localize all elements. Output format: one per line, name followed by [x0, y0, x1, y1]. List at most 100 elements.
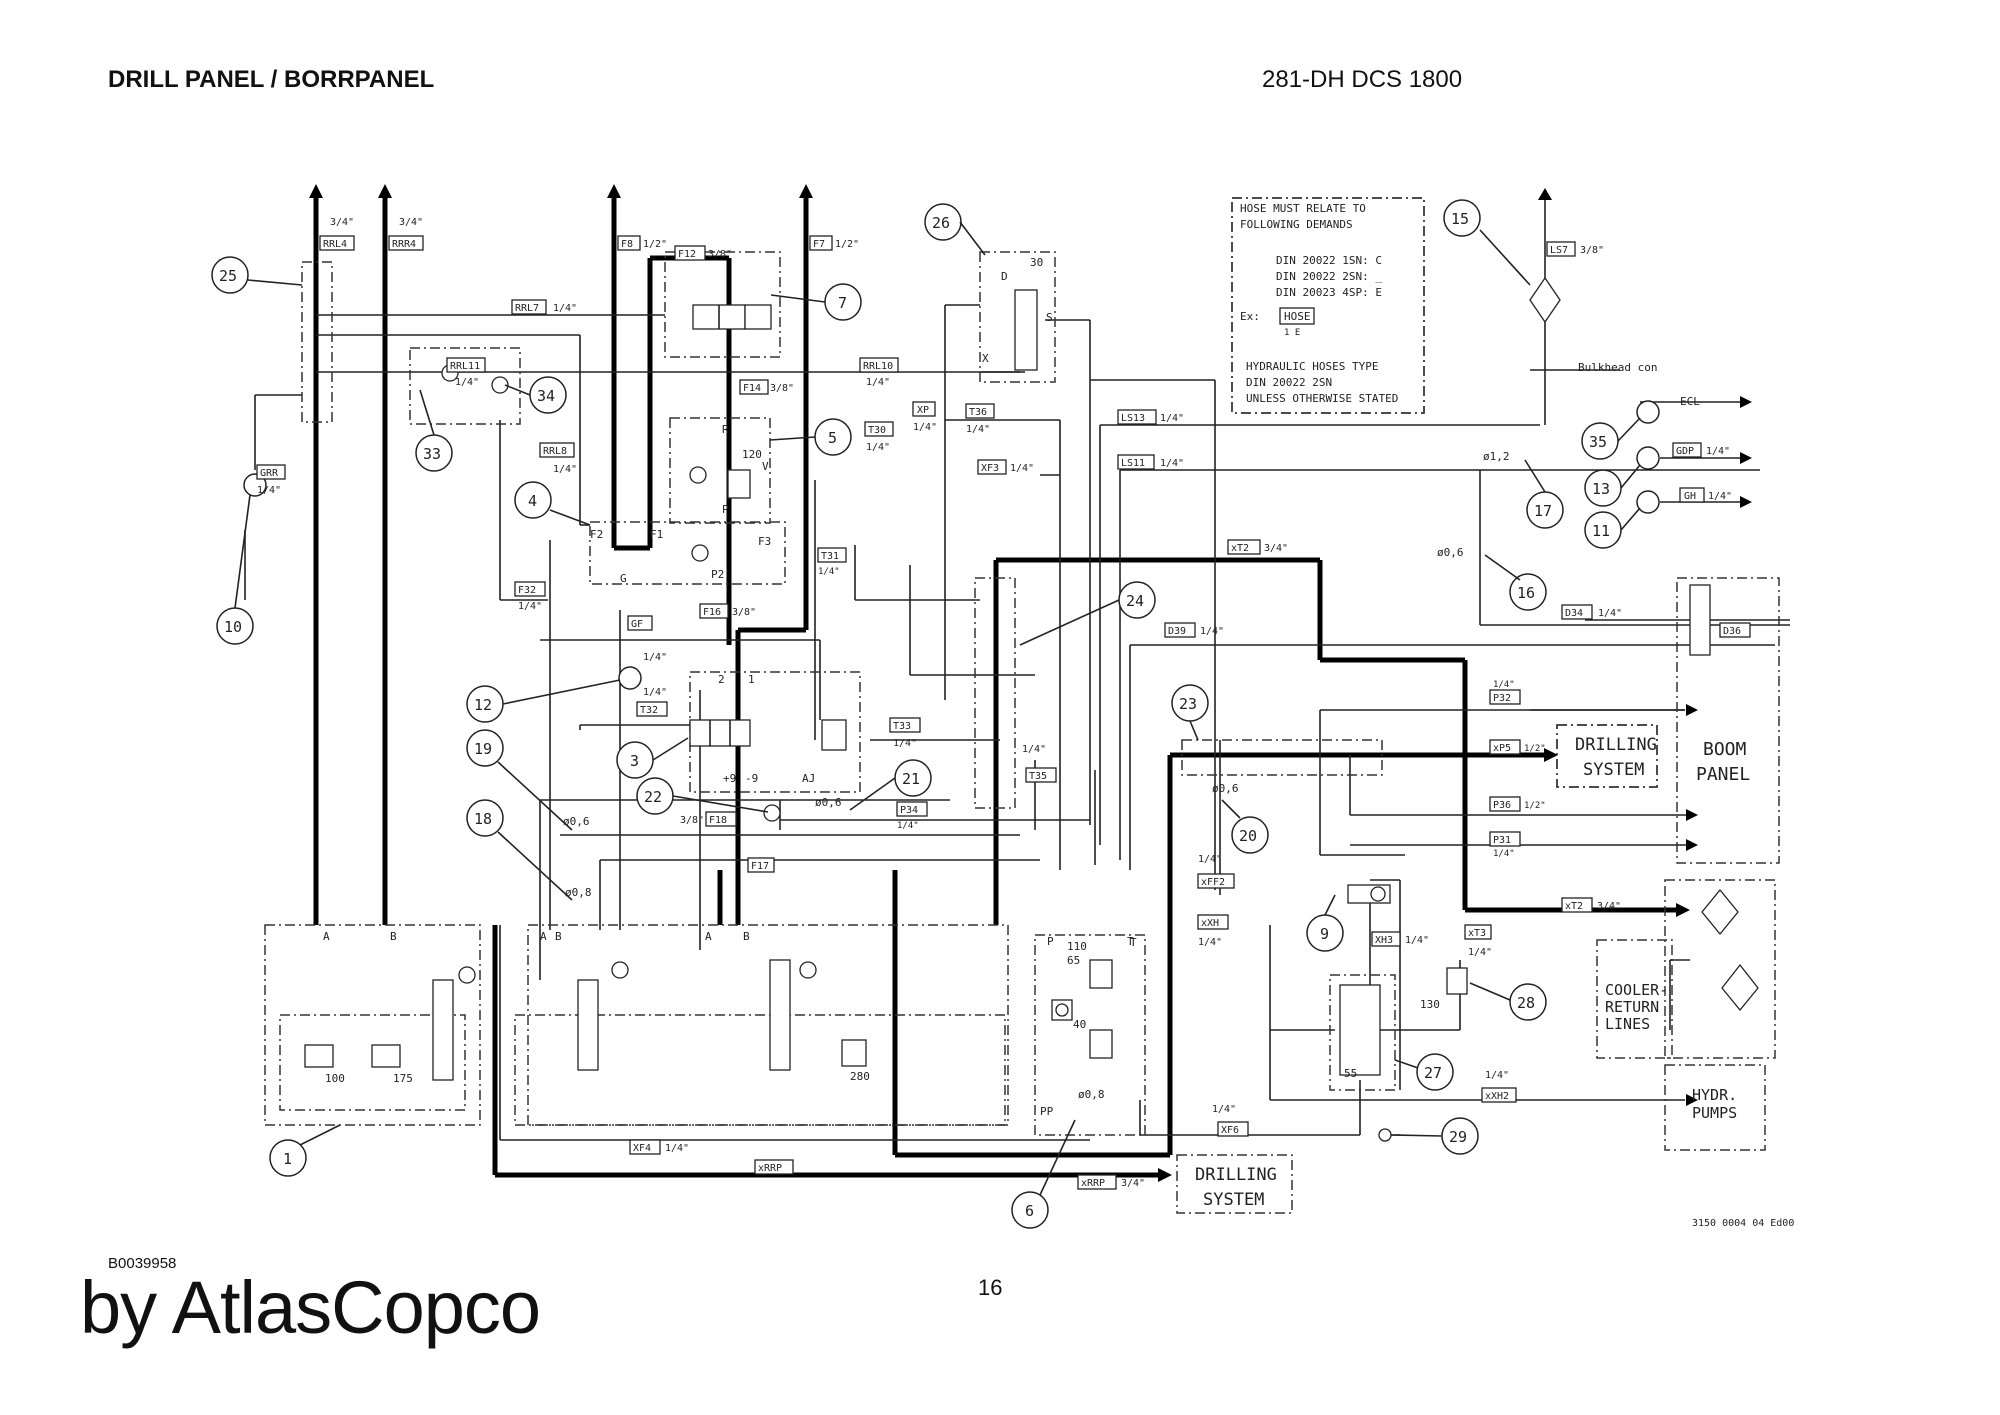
svg-text:LS11: LS11	[1121, 458, 1145, 469]
svg-text:100: 100	[325, 1072, 345, 1085]
svg-text:XH3: XH3	[1375, 935, 1393, 946]
hose-tag: GF1/4"	[627, 615, 667, 663]
drawing-number: 3150 0004 04 Ed00	[1692, 1218, 1794, 1229]
svg-text:F17: F17	[751, 861, 769, 872]
svg-text:ø1,2: ø1,2	[1483, 450, 1510, 463]
page-number: 16	[978, 1275, 1003, 1300]
svg-text:D: D	[1001, 270, 1008, 283]
svg-text:13: 13	[1592, 480, 1610, 498]
port-labels: A B A B A B P T S D X R V F1 F2 F3 P2 G …	[323, 270, 1137, 1118]
svg-text:1/4": 1/4"	[518, 601, 542, 612]
svg-text:1/4": 1/4"	[1160, 458, 1184, 469]
svg-text:35: 35	[1589, 433, 1607, 451]
svg-text:1/4": 1/4"	[643, 687, 667, 698]
svg-text:PUMPS: PUMPS	[1692, 1104, 1737, 1122]
callout-12: 12	[466, 685, 504, 723]
svg-text:XP: XP	[917, 405, 929, 416]
drilling-system-block-1: DRILLING SYSTEM	[1556, 724, 1658, 788]
svg-text:12: 12	[474, 696, 492, 714]
svg-text:T32: T32	[640, 705, 658, 716]
svg-text:3/4": 3/4"	[1597, 901, 1621, 912]
svg-text:T: T	[1127, 935, 1134, 948]
svg-text:LINES: LINES	[1605, 1015, 1650, 1033]
callout-25: 25	[211, 256, 249, 294]
svg-text:xRRP: xRRP	[758, 1163, 782, 1174]
svg-text:DRILLING: DRILLING	[1195, 1165, 1277, 1185]
note-line: HYDRAULIC HOSES TYPE	[1246, 360, 1378, 373]
svg-text:PANEL: PANEL	[1696, 764, 1750, 785]
note-line: HOSE MUST RELATE TO	[1240, 202, 1366, 215]
note-line: DIN 20023 4SP: E	[1276, 286, 1382, 299]
svg-text:1: 1	[283, 1150, 292, 1168]
svg-text:G: G	[620, 572, 627, 585]
svg-text:F7: F7	[813, 239, 825, 250]
svg-text:33: 33	[423, 445, 441, 463]
svg-text:27: 27	[1424, 1064, 1442, 1082]
pressure-gauges	[243, 400, 1660, 690]
svg-text:F3: F3	[758, 535, 771, 548]
svg-text:P36: P36	[1493, 800, 1511, 811]
callout-34: 34	[529, 376, 567, 414]
svg-text:D34: D34	[1565, 608, 1583, 619]
callout-bubbles: 1 3 4 5 6 7 9 10 11 12 13 15 16 17 18 19…	[211, 199, 1622, 1229]
svg-text:5: 5	[828, 429, 837, 447]
svg-text:P34: P34	[900, 805, 918, 816]
svg-text:BOOM: BOOM	[1703, 739, 1747, 760]
svg-text:3/8": 3/8"	[770, 383, 794, 394]
svg-text:B: B	[390, 930, 397, 943]
svg-text:1/4": 1/4"	[455, 377, 479, 388]
svg-text:1/4": 1/4"	[913, 422, 937, 433]
svg-text:ø0,8: ø0,8	[1078, 1088, 1105, 1101]
svg-text:1/4": 1/4"	[1706, 446, 1730, 457]
main-pressure-lines	[309, 184, 1690, 1182]
svg-text:P2: P2	[711, 568, 724, 581]
svg-text:S: S	[1046, 311, 1053, 324]
svg-text:F32: F32	[518, 585, 536, 596]
svg-text:F1: F1	[650, 528, 663, 541]
callout-20: 20	[1231, 816, 1269, 854]
svg-text:17: 17	[1534, 502, 1552, 520]
svg-text:RRL8: RRL8	[543, 446, 567, 457]
callout-10: 10	[216, 607, 254, 645]
svg-text:F8: F8	[621, 239, 633, 250]
model-number: 281-DH DCS 1800	[1262, 66, 1463, 93]
svg-text:ø0,6: ø0,6	[1212, 782, 1239, 795]
svg-text:ø0,6: ø0,6	[1437, 546, 1464, 559]
svg-text:GH: GH	[1684, 491, 1696, 502]
document-id: B0039958	[108, 1255, 177, 1272]
svg-text:DRILLING: DRILLING	[1575, 735, 1657, 755]
callout-4: 4	[514, 481, 552, 519]
svg-text:1/4": 1/4"	[1212, 1104, 1236, 1115]
callout-13: 13	[1584, 469, 1622, 507]
svg-text:1/4": 1/4"	[1493, 849, 1515, 859]
svg-text:HYDR.: HYDR.	[1692, 1086, 1737, 1104]
svg-text:-9: -9	[745, 772, 758, 785]
svg-text:1/4": 1/4"	[1485, 1070, 1509, 1081]
svg-text:40: 40	[1073, 1018, 1086, 1031]
hydr-pumps-block: HYDR. PUMPS	[1692, 1086, 1737, 1122]
note-line: DIN 20022 2SN	[1246, 376, 1332, 389]
callout-27: 27	[1416, 1053, 1454, 1091]
svg-text:A: A	[323, 930, 330, 943]
svg-text:1/4": 1/4"	[1468, 947, 1492, 958]
svg-text:15: 15	[1451, 210, 1469, 228]
hose-tag: F17	[747, 857, 775, 873]
hose-tag: ECL	[1680, 395, 1700, 408]
svg-text:RRL10: RRL10	[863, 361, 893, 372]
leader-lines	[234, 221, 1641, 1196]
svg-text:110: 110	[1067, 940, 1087, 953]
svg-text:SYSTEM: SYSTEM	[1583, 760, 1644, 780]
callout-19: 19	[466, 729, 504, 767]
svg-text:1/4": 1/4"	[553, 303, 577, 314]
